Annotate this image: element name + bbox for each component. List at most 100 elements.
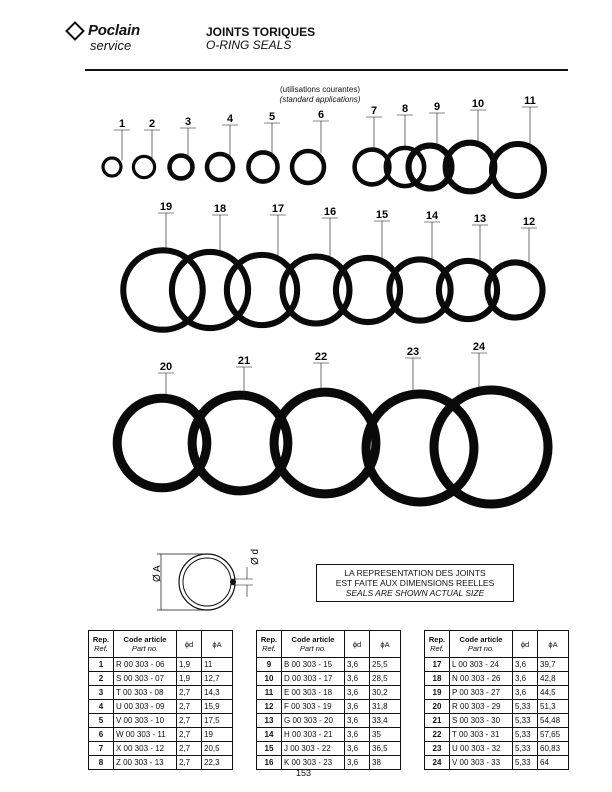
cell-ref: 11: [256, 685, 282, 700]
header-a: ϕA: [537, 630, 569, 658]
cell-d: 3,6: [344, 657, 370, 672]
cell-ref: 20: [424, 699, 450, 714]
cell-a: 64: [537, 755, 569, 770]
diagram-ring-outer: [178, 553, 236, 611]
page-number: 153: [296, 768, 312, 778]
cell-d: 2,7: [176, 755, 202, 770]
cell-code: R 00 303 - 06: [113, 657, 177, 672]
cell-d: 3,6: [512, 657, 538, 672]
cell-ref: 19: [424, 685, 450, 700]
cell-code: S 00 303 - 30: [449, 713, 513, 728]
ring-label-20: 20: [160, 361, 172, 373]
ring-label-9: 9: [434, 101, 440, 113]
cell-d: 2,7: [176, 713, 202, 728]
ring-label-1: 1: [119, 118, 125, 130]
diagram-label-d: Ø d: [250, 549, 261, 565]
usage-en: (standard applications): [279, 95, 361, 104]
cell-ref: 22: [424, 727, 450, 742]
cell-d: 5,33: [512, 727, 538, 742]
header-ref: Rep.Ref.: [88, 630, 114, 658]
title-en: O-RING SEALS: [206, 38, 292, 52]
cell-a: 42,8: [537, 671, 569, 686]
o-ring-12: [484, 259, 546, 321]
cell-d: 1,9: [176, 671, 202, 686]
cell-d: 2,7: [176, 699, 202, 714]
cell-ref: 23: [424, 741, 450, 756]
o-ring-16: [279, 253, 353, 327]
ring-leader-line-4: [222, 124, 238, 156]
header-d: ϕd: [344, 630, 370, 658]
o-ring-24: [429, 385, 553, 509]
cell-d: 2,7: [176, 727, 202, 742]
ring-leader-line-5: [264, 122, 280, 155]
cell-d: 3,6: [344, 741, 370, 756]
ring-label-24: 24: [473, 341, 486, 353]
cell-a: 30,2: [369, 685, 401, 700]
o-ring-13: [435, 257, 501, 323]
ring-label-14: 14: [426, 210, 439, 222]
diagram-label-a: Ø A: [152, 565, 163, 582]
cell-ref: 9: [256, 657, 282, 672]
cell-code: V 00 303 - 33: [449, 755, 513, 770]
cell-code: Z 00 303 - 13: [113, 755, 177, 770]
o-ring-5: [246, 150, 280, 184]
o-ring-20: [112, 393, 212, 493]
ring-leader-line-17: [270, 214, 286, 256]
cell-code: H 00 303 - 21: [281, 727, 345, 742]
ring-label-8: 8: [402, 103, 408, 115]
ring-label-23: 23: [407, 346, 419, 358]
cell-ref: 12: [256, 699, 282, 714]
ring-leader-line-12: [521, 227, 537, 264]
cell-a: 33,4: [369, 713, 401, 728]
ring-label-3: 3: [185, 116, 191, 128]
o-ring-9: [405, 142, 455, 192]
cell-d: 3,6: [344, 727, 370, 742]
cell-a: 28,5: [369, 671, 401, 686]
cell-ref: 13: [256, 713, 282, 728]
cell-a: 38: [369, 755, 401, 770]
cell-code: P 00 303 - 27: [449, 685, 513, 700]
cell-ref: 24: [424, 755, 450, 770]
header-divider: [85, 69, 568, 71]
cell-code: V 00 303 - 10: [113, 713, 177, 728]
o-ring-11: [488, 140, 548, 200]
ring-leader-line-8: [397, 114, 413, 150]
o-ring-15: [332, 254, 404, 326]
o-ring-22: [269, 387, 381, 499]
note-line2: EST FAITE AUX DIMENSIONS REELLES: [335, 578, 495, 588]
ring-label-10: 10: [472, 98, 484, 110]
cell-ref: 3: [88, 685, 114, 700]
ring-leader-line-18: [212, 214, 228, 253]
cell-ref: 15: [256, 741, 282, 756]
ring-label-16: 16: [324, 206, 336, 218]
cell-ref: 4: [88, 699, 114, 714]
cell-code: T 00 303 - 31: [449, 727, 513, 742]
cell-a: 14,3: [201, 685, 233, 700]
ring-leader-line-22: [313, 362, 329, 392]
cell-ref: 21: [424, 713, 450, 728]
ring-leader-line-9: [429, 112, 445, 147]
ring-leader-line-20: [158, 372, 174, 398]
ring-leader-line-21: [236, 366, 252, 395]
o-ring-23: [361, 389, 479, 507]
cell-a: 12,7: [201, 671, 233, 686]
diagram-ring-inner: [182, 557, 232, 607]
header-a: ϕA: [201, 630, 233, 658]
cell-d: 5,33: [512, 713, 538, 728]
